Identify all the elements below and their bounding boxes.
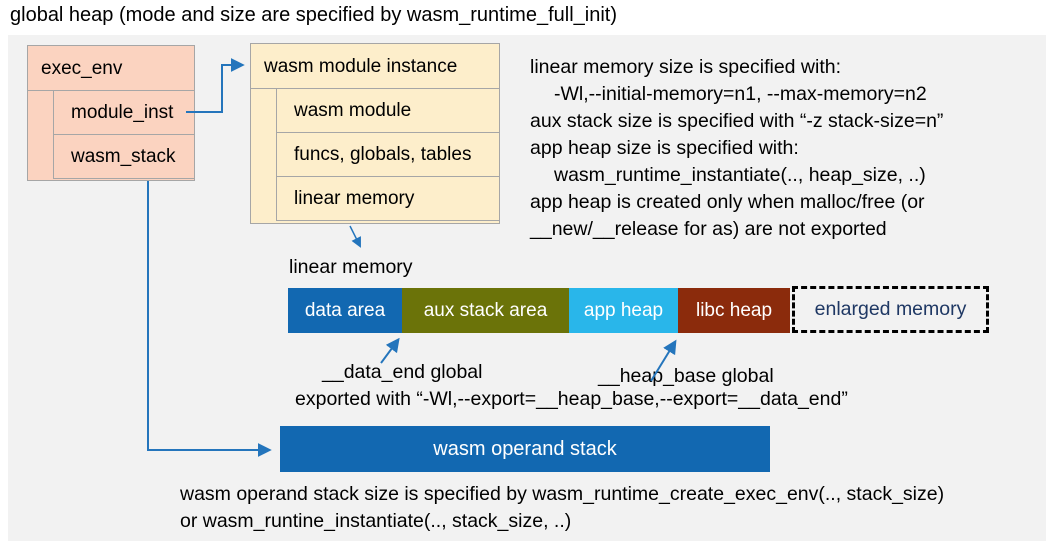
segment-aux-stack-area: aux stack area: [402, 288, 569, 333]
segment-app-heap: app heap: [569, 288, 678, 333]
note-line: -Wl,--initial-memory=n1, --max-memory=n2: [554, 83, 927, 105]
exec-env-field-module-inst: module_inst: [53, 90, 194, 135]
row-funcs-globals-tables: funcs, globals, tables: [276, 132, 499, 177]
linear-memory-bar: data area aux stack area app heap libc h…: [288, 288, 790, 333]
exported-with-label: exported with “-Wl,--export=__heap_base,…: [295, 388, 848, 410]
heap-base-global-label: __heap_base global: [598, 365, 774, 387]
note-line: __new/__release for as) are not exported: [530, 218, 887, 240]
wasm-operand-stack-label: wasm operand stack: [433, 437, 617, 460]
wasm-operand-stack-bar: wasm operand stack: [280, 426, 770, 472]
exec-env-fields: module_inst wasm_stack: [53, 90, 194, 179]
segment-libc-heap: libc heap: [678, 288, 790, 333]
exec-env-field-wasm-stack: wasm_stack: [53, 134, 194, 179]
segment-label: libc heap: [695, 299, 773, 321]
note-line: aux stack size is specified with “-z sta…: [530, 110, 944, 132]
segment-label: enlarged memory: [814, 298, 967, 320]
segment-label: aux stack area: [423, 299, 548, 321]
exec-env-title: exec_env: [28, 46, 194, 91]
exec-env-box: exec_env module_inst wasm_stack: [27, 45, 195, 181]
note-line: wasm_runtime_instantiate(.., heap_size, …: [554, 164, 926, 186]
diagram-title: global heap (mode and size are specified…: [10, 4, 617, 26]
notes-bottom: wasm operand stack size is specified by …: [180, 481, 944, 534]
notes-right: linear memory size is specified with: -W…: [530, 54, 1035, 243]
segment-label: data area: [304, 299, 386, 321]
note-line: wasm operand stack size is specified by …: [180, 483, 945, 505]
wasm-module-instance-box: wasm module instance wasm module funcs, …: [250, 43, 500, 224]
wasm-module-instance-rows: wasm module funcs, globals, tables linea…: [276, 88, 499, 221]
segment-data-area: data area: [288, 288, 402, 333]
row-wasm-module: wasm module: [276, 88, 499, 133]
note-line: or wasm_runtine_instantiate(.., stack_si…: [180, 509, 572, 532]
row-linear-memory: linear memory: [276, 176, 499, 221]
note-line: app heap is created only when malloc/fre…: [530, 191, 925, 213]
segment-label: app heap: [583, 299, 664, 321]
segment-enlarged-memory: enlarged memory: [792, 286, 989, 333]
wasm-module-instance-title: wasm module instance: [251, 44, 499, 89]
note-line: app heap size is specified with:: [530, 137, 799, 159]
linear-memory-label: linear memory: [289, 256, 413, 278]
data-end-global-label: __data_end global: [322, 361, 483, 383]
note-line: linear memory size is specified with:: [530, 56, 842, 78]
